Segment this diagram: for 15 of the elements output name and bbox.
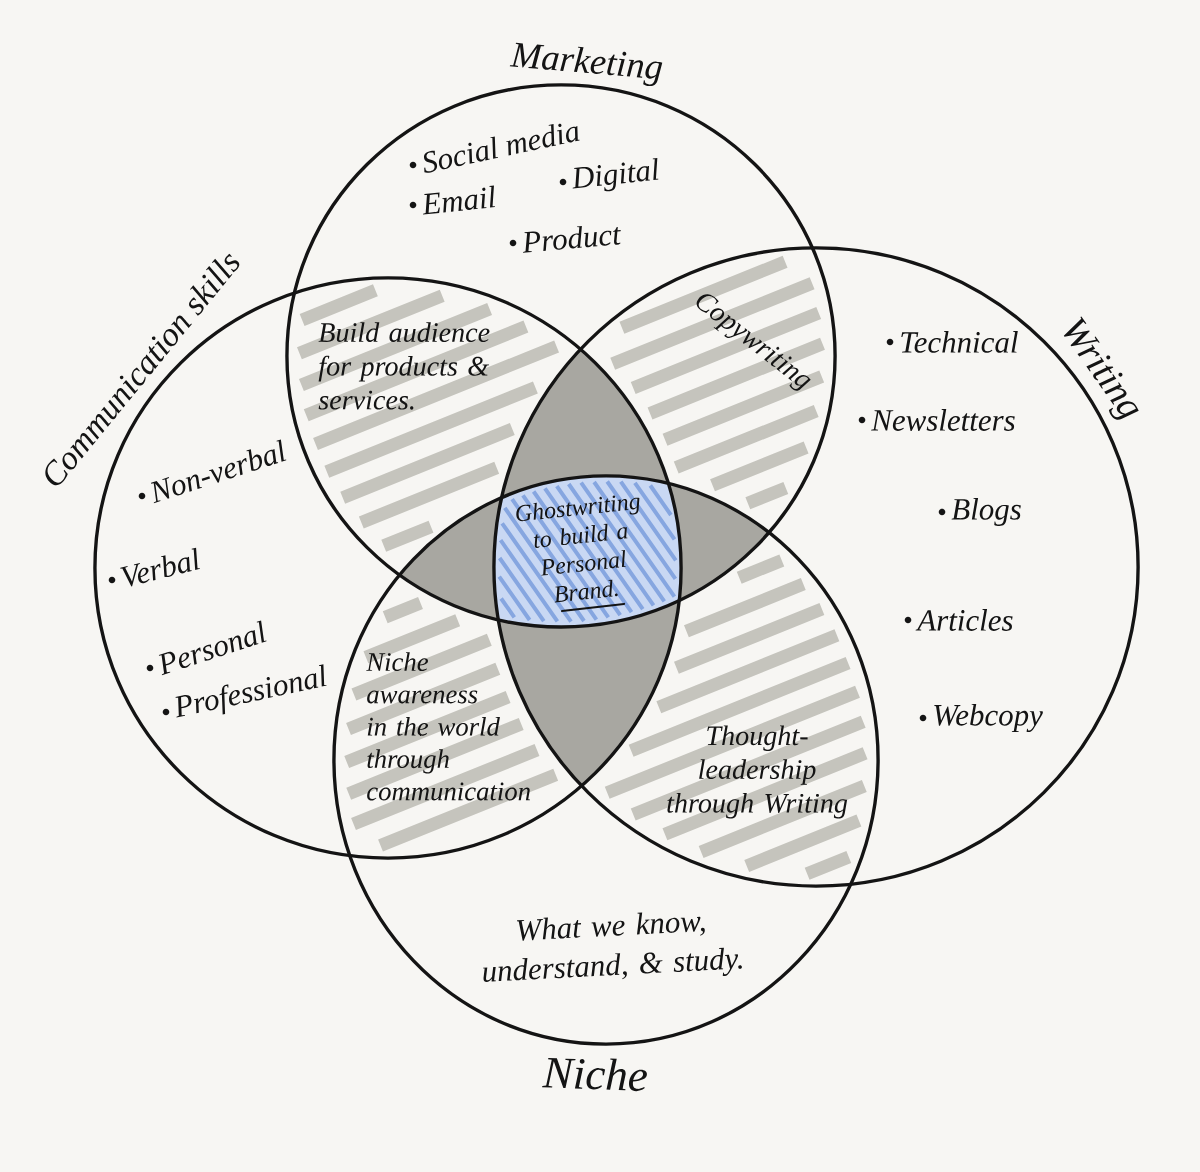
list-item: Digital: [572, 158, 659, 192]
description-text: What we know, understand, & study.: [483, 912, 742, 983]
list-item: Email: [423, 185, 495, 215]
set-title: Niche: [542, 1058, 647, 1092]
list-item: Articles: [915, 609, 1013, 631]
list-item: Webcopy: [934, 703, 1043, 733]
list-item: Newsletters: [871, 409, 1015, 431]
shaded-overlap: [400, 498, 502, 620]
list-item: Product: [523, 226, 621, 253]
shaded-overlap: [668, 484, 769, 601]
set-title: Marketing: [509, 42, 663, 87]
list-item: Technical: [901, 331, 1018, 353]
highlighted-overlap: Ghostwriting to build a Personal Brand.: [494, 476, 681, 627]
list-item: Verbal: [120, 547, 200, 587]
list-item: Blogs: [951, 497, 1021, 527]
